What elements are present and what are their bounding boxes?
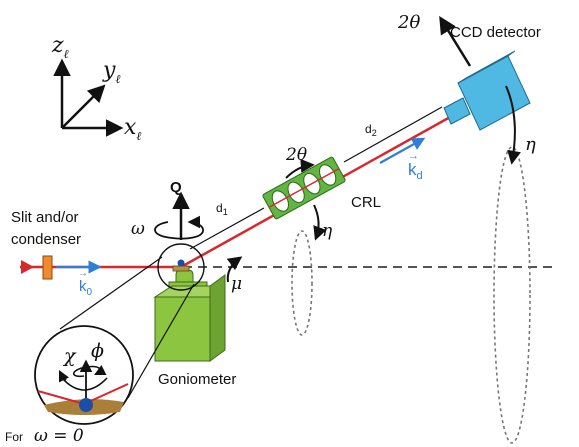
crl-eta-label: η — [322, 221, 333, 241]
kd-vector-arrowhead: → — [408, 150, 419, 162]
k0-vector-arrowhead: → — [78, 268, 88, 279]
chi-label: χ — [62, 345, 77, 367]
y-axis-label: yℓ — [102, 58, 120, 86]
crl-label: CRL — [351, 194, 381, 211]
detector-2theta-label: 2θ — [397, 12, 420, 33]
slit-label-line1: Slit and/or — [11, 209, 79, 226]
source-triangle — [21, 260, 34, 274]
zoom-inset: χ ϕ — [34, 325, 134, 425]
phi-label: ϕ — [91, 340, 104, 362]
crl-eta-arrow — [313, 204, 327, 241]
goniometer — [153, 269, 226, 362]
sample-dot — [177, 259, 185, 267]
omega-label: ω — [131, 219, 145, 239]
omega-rotation-arrow — [154, 215, 204, 240]
for-label: For — [5, 430, 23, 444]
mu-rotation-arrow — [226, 256, 243, 283]
d2-label: d2 — [365, 122, 377, 138]
phi-rotation-arrow — [72, 364, 107, 378]
x-axis-label: xℓ — [124, 115, 141, 143]
ccd-detector-label: CCD detector — [450, 24, 541, 41]
zoom-line-lower — [127, 283, 195, 399]
k0-label: k0 — [79, 278, 93, 298]
kd-arrow — [379, 137, 426, 164]
chi-arrow-left — [58, 369, 70, 383]
detector-eta-arrow — [505, 85, 521, 165]
inset-sample — [79, 398, 93, 412]
omega-zero-label: ω = 0 — [34, 426, 84, 446]
slit-element — [42, 255, 53, 280]
d1-rail — [189, 207, 265, 250]
kd-label: kd — [408, 160, 423, 182]
z-axis-label: zℓ — [51, 33, 69, 61]
d2-rail — [343, 106, 443, 163]
lab-axes: zℓ yℓ xℓ — [51, 33, 141, 143]
inset-incident-beam — [37, 390, 85, 405]
d1-label: d1 — [216, 201, 228, 217]
zoom-circle — [34, 325, 134, 425]
crl-2theta-label: 2θ — [285, 145, 307, 165]
goniometer-label: Goniometer — [158, 371, 236, 388]
crl-lens — [262, 156, 346, 220]
crl-2theta-arrow — [285, 158, 315, 179]
detector-eta-label: η — [525, 134, 536, 155]
detector-2theta-arrow — [439, 16, 472, 67]
zoom-line-upper — [59, 256, 163, 330]
y-axis-arrow — [61, 84, 106, 129]
ccd-detector — [443, 50, 531, 131]
crl-eta-rotation-ellipse — [291, 230, 313, 336]
mu-label: μ — [231, 274, 242, 294]
slit-label-line2: condenser — [11, 231, 81, 248]
q-vector-label: Q — [170, 179, 182, 196]
sample-circle — [157, 243, 205, 291]
sample-mount — [172, 265, 190, 272]
detector-eta-rotation-ellipse — [493, 146, 531, 444]
